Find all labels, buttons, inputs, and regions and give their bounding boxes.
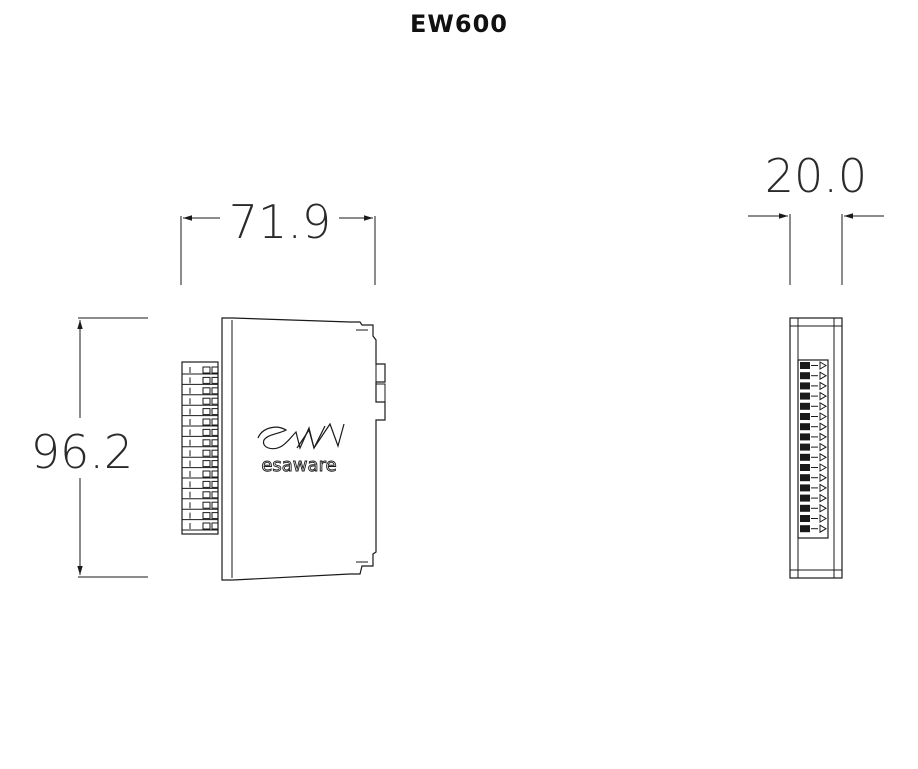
terminal-screw-icon [202,376,211,384]
din-clip-upper [375,363,386,383]
terminal-slot-icon [211,470,219,478]
terminal-screw-icon [202,480,211,488]
module-front-view: esaware [181,317,386,581]
side-terminal-arrow-icon [819,412,827,421]
side-terminal-arrow-icon [819,422,827,432]
side-terminal-pin [800,423,810,431]
height-value: 96.2 [31,425,133,479]
side-terminal-arrow-icon [819,503,827,513]
terminal-screw-icon [202,418,211,426]
width-value: 71.9 [229,195,331,249]
side-terminal-pin [800,413,810,420]
side-housing [789,317,843,579]
terminal-screw-icon [202,512,211,520]
terminal-screw-icon [202,366,211,374]
terminal-slot-icon [211,397,219,405]
side-terminal-arrow-icon [819,432,827,442]
terminal-screw-icon [202,397,211,405]
side-terminal-pin [800,515,810,522]
terminal-slot-icon [211,480,219,488]
side-terminal-arrow-icon [819,391,827,401]
side-terminal-pin [800,382,810,390]
side-terminal-pin [800,464,810,471]
terminal-screw-icon [202,460,211,468]
terminal-screw-icon [202,428,211,436]
terminal-screw-icon [202,491,211,499]
side-terminal-arrow-icon [819,442,827,452]
terminal-slot-icon [211,449,219,457]
side-terminal-pin [800,494,810,502]
side-terminal-arrow-icon [819,524,827,534]
terminal-slot-icon [211,366,219,374]
terminal-slot-icon [211,491,219,499]
terminal-slot-icon [211,387,219,395]
terminal-screw-icon [202,501,211,509]
side-terminal-pin [800,433,810,441]
side-terminal-arrow-icon [819,401,827,411]
terminal-screw-icon [202,439,211,447]
terminal-screw-icon [202,449,211,457]
logo-swoosh-icon [257,425,326,450]
side-terminal-pin [800,453,810,461]
din-clip-lower [375,383,386,403]
side-terminal-arrow-icon [819,493,827,503]
esaware-logo: esaware [257,422,345,476]
module-housing [221,317,386,581]
side-terminal-arrow-icon [819,463,827,472]
terminal-slot-icon [211,418,219,426]
terminal-slot-icon [211,460,219,468]
side-terminal-pin [800,402,810,410]
side-terminal-pin [800,443,810,451]
terminal-screw-icon [202,408,211,416]
terminal-pins [182,366,219,531]
depth-value: 20.0 [765,149,867,203]
logo-brand-text: esaware [261,455,336,476]
side-terminal-arrow-icon [819,452,827,462]
side-terminal-pins [800,361,827,534]
depth-dimension: 20.0 [748,149,884,285]
side-terminal-arrow-icon [819,371,827,381]
side-terminal-strip [797,359,829,539]
terminal-slot-icon [211,408,219,416]
side-terminal-pin [800,504,810,512]
side-terminal-pin [800,372,810,380]
terminal-slot-icon [211,428,219,436]
terminal-slot-icon [211,522,219,530]
terminal-slot-icon [211,501,219,509]
side-terminal-arrow-icon [819,381,827,391]
side-terminal-arrow-icon [819,483,827,493]
side-terminal-arrow-icon [819,361,827,370]
logo-w-icon [296,422,345,450]
side-terminal-pin [800,484,810,492]
drawing-title: EW600 [410,10,508,38]
terminal-screw-icon [202,522,211,530]
module-side-view [789,317,843,579]
width-dimension: 71.9 [180,195,376,285]
terminal-block [181,361,219,535]
terminal-screw-icon [202,470,211,478]
side-terminal-pin [800,525,810,533]
terminal-slot-icon [211,376,219,384]
side-terminal-pin [800,362,810,369]
side-terminal-pin [800,474,810,482]
side-terminal-pin [800,392,810,400]
side-terminal-arrow-icon [819,514,827,523]
side-terminal-arrow-icon [819,473,827,483]
terminal-screw-icon [202,387,211,395]
terminal-slot-icon [211,439,219,447]
terminal-slot-icon [211,512,219,520]
height-dimension: 96.2 [31,317,148,578]
